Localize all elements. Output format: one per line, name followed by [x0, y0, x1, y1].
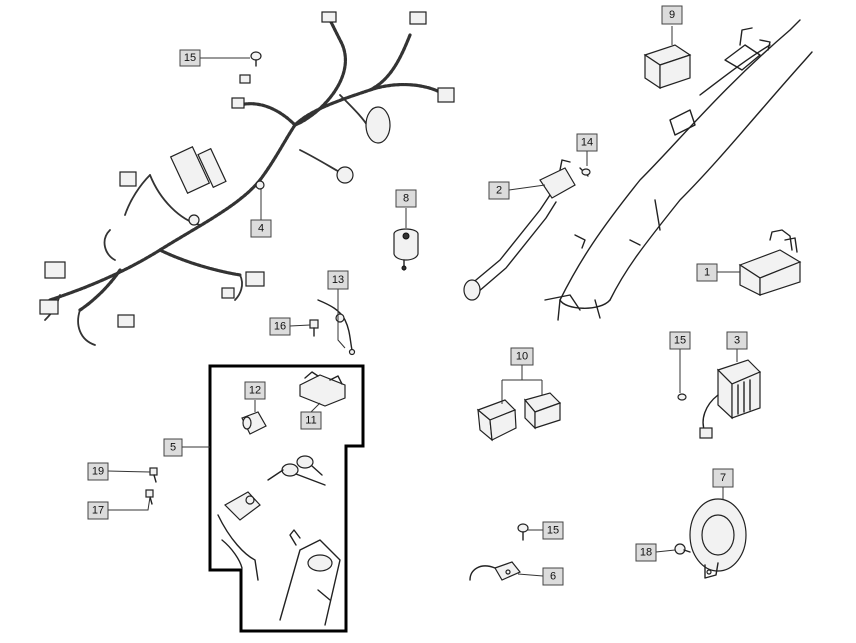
- callout-8: 8: [395, 189, 417, 208]
- steering-lock-assembly: [279, 529, 341, 626]
- part-12-lock-cylinder: [241, 411, 267, 435]
- callout-12: 12: [244, 381, 266, 400]
- frame-part: [544, 19, 813, 321]
- callout-label: 1: [704, 267, 710, 279]
- callout-7: 7: [712, 468, 734, 488]
- callout-15-bottom: 15: [542, 521, 564, 540]
- callout-5: 5: [163, 438, 183, 457]
- part-18-bolt: [674, 543, 691, 555]
- callout-label: 16: [274, 321, 286, 333]
- callout-label: 2: [496, 185, 502, 197]
- callout-13: 13: [327, 270, 349, 290]
- callout-10: 10: [510, 347, 534, 366]
- callout-15-top: 15: [179, 49, 201, 67]
- callout-11: 11: [300, 411, 322, 430]
- callout-label: 14: [581, 137, 593, 149]
- callout-label: 9: [669, 9, 675, 21]
- callout-label: 19: [92, 466, 104, 478]
- part-14-screw: [579, 167, 591, 177]
- callout-17: 17: [87, 501, 109, 520]
- kit-5-outline: [208, 364, 365, 633]
- callout-4: 4: [250, 219, 272, 238]
- callout-6: 6: [542, 567, 564, 586]
- part-16-bolt: [309, 319, 319, 337]
- harness-connectors: [39, 11, 455, 328]
- part-19-bolt: [149, 467, 158, 483]
- callout-label: 15: [547, 525, 559, 537]
- callout-label: 7: [720, 472, 726, 484]
- part-2-ignition-coil: [463, 159, 576, 301]
- part-10-relays: [476, 392, 562, 442]
- callout-label: 3: [734, 335, 740, 347]
- part-13-cable: [317, 299, 356, 356]
- callout-label: 10: [516, 351, 528, 363]
- callout-1: 1: [696, 263, 718, 282]
- part-9-flasher-unit: [643, 44, 692, 90]
- part-15-screw-bottom: [517, 523, 529, 541]
- ignition-switch-assembly: [217, 491, 261, 581]
- callout-14: 14: [576, 133, 598, 152]
- part-15-screw-right: [677, 393, 687, 401]
- callout-label: 11: [305, 415, 316, 427]
- callout-label: 12: [249, 385, 261, 397]
- part-6-sensor: [469, 561, 521, 581]
- callout-label: 13: [332, 274, 344, 286]
- part-15-screw-top: [250, 51, 262, 67]
- wiring-harness: [44, 18, 447, 346]
- callout-2: 2: [488, 181, 510, 200]
- part-7-horn: [689, 498, 747, 579]
- callout-19: 19: [87, 462, 109, 481]
- callout-15-right: 15: [669, 331, 691, 350]
- leader-lines: [107, 26, 740, 577]
- callout-label: 15: [674, 335, 686, 347]
- callout-3: 3: [726, 331, 748, 350]
- part-8-sensor: [393, 228, 419, 271]
- callout-label: 15: [184, 52, 196, 64]
- callout-label: 5: [170, 442, 176, 454]
- part-1-relay-block: [738, 229, 802, 296]
- part-3-voltage-regulator: [699, 359, 762, 439]
- part-11-bracket: [299, 371, 346, 407]
- callout-label: 4: [258, 223, 264, 235]
- callout-label: 6: [550, 571, 556, 583]
- callout-9: 9: [661, 5, 683, 25]
- callout-label: 18: [640, 547, 652, 559]
- callout-16: 16: [269, 317, 291, 336]
- keys: [267, 455, 326, 486]
- callout-label: 8: [403, 193, 409, 205]
- callout-18: 18: [635, 543, 657, 562]
- callout-label: 17: [92, 505, 104, 517]
